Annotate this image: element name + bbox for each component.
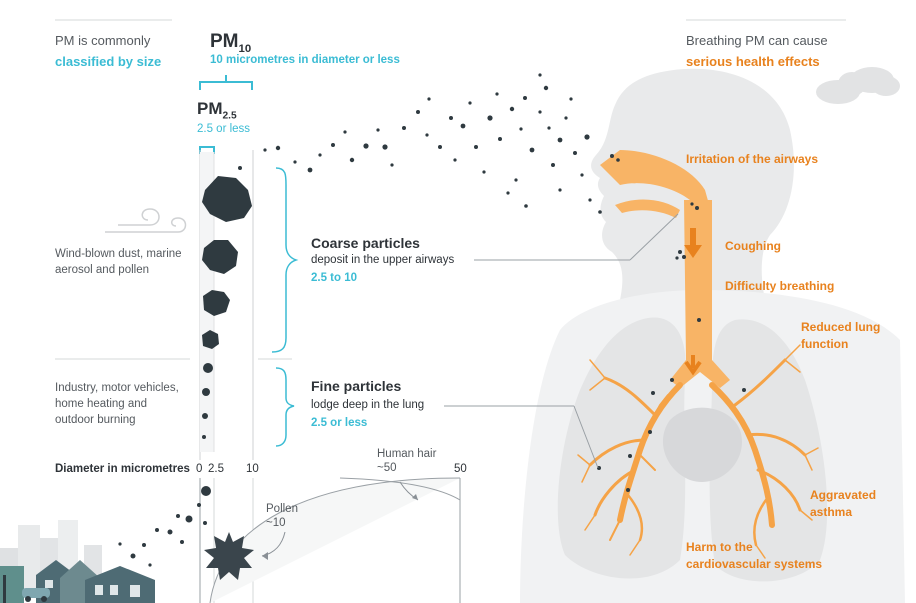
hair-label: Human hair	[377, 448, 437, 460]
fine-range: 2.5 or less	[311, 417, 368, 429]
effect-reduced-lung-line-1: Reduced lung	[801, 320, 881, 334]
nasal-airway	[600, 150, 712, 220]
pm25-desc: 2.5 or less	[197, 123, 251, 135]
mouth-airway	[615, 199, 680, 218]
wind-icon	[105, 208, 187, 233]
pollen-size: ~10	[266, 517, 286, 529]
pollen-icon	[204, 532, 254, 580]
scale-label: Diameter in micrometres	[55, 463, 190, 475]
coarse-range: 2.5 to 10	[311, 272, 358, 284]
heart	[662, 407, 742, 482]
source-natural-line-2: aerosol and pollen	[55, 264, 149, 276]
cloud-icon	[816, 67, 900, 104]
source-human-line-1: Industry, motor vehicles,	[55, 382, 179, 394]
emission-particles	[118, 486, 211, 567]
coarse-desc: deposit in the upper airways	[311, 254, 455, 266]
scale-tick-0: 0	[196, 463, 203, 475]
particle-stream	[238, 73, 602, 214]
hair-cross-section	[209, 477, 461, 603]
trachea	[670, 200, 730, 388]
fine-brace	[275, 367, 295, 447]
fine-particle-icons	[202, 363, 213, 439]
bronchial-tree-left	[577, 359, 683, 556]
coarse-brace	[271, 167, 299, 353]
health-intro-line-2: serious health effects	[686, 54, 820, 69]
pollen-label: Pollen	[266, 503, 298, 515]
effect-irritation: Irritation of the airways	[686, 152, 819, 166]
effect-asthma-line-2: asthma	[810, 505, 853, 519]
source-natural-line-1: Wind-blown dust, marine	[55, 248, 182, 260]
bronchial-tree-right	[709, 344, 819, 559]
effect-reduced-lung-line-2: function	[801, 337, 849, 351]
down-arrow	[684, 228, 702, 258]
health-intro-line-1: Breathing PM can cause	[686, 33, 828, 48]
scale-tick-50: 50	[454, 463, 467, 475]
pm10-bracket	[199, 75, 253, 90]
city-skyline-icon	[0, 520, 155, 603]
effect-cardio-line-1: Harm to the	[686, 540, 753, 554]
scale-tick-10: 10	[246, 463, 259, 475]
left-lung	[557, 317, 686, 579]
effect-asthma-line-1: Aggravated	[810, 488, 877, 502]
scale-tick-2-5: 2.5	[208, 463, 224, 475]
coarse-title: Coarse particles	[311, 235, 420, 251]
intro-line-1: PM is commonly	[55, 33, 151, 48]
effect-difficulty-breathing: Difficulty breathing	[725, 279, 835, 293]
inhaled-particles	[597, 154, 746, 492]
hair-size: ~50	[377, 462, 397, 474]
effect-coughing: Coughing	[725, 239, 781, 253]
pm10-desc: 10 micrometres in diameter or less	[210, 54, 400, 66]
bronchi-arrow	[684, 355, 702, 376]
pm25-label: PM2.5	[197, 99, 237, 122]
right-lung	[709, 319, 828, 582]
source-human-line-2: home heating and	[55, 398, 148, 410]
fine-desc: lodge deep in the lung	[311, 399, 425, 411]
pm10-label: PM10	[210, 31, 252, 55]
source-human-line-3: outdoor burning	[55, 414, 136, 426]
effect-cardio-line-2: cardiovascular systems	[686, 557, 823, 571]
coarse-particle-icons	[202, 176, 252, 349]
fine-title: Fine particles	[311, 378, 402, 394]
intro-line-2: classified by size	[55, 54, 162, 69]
